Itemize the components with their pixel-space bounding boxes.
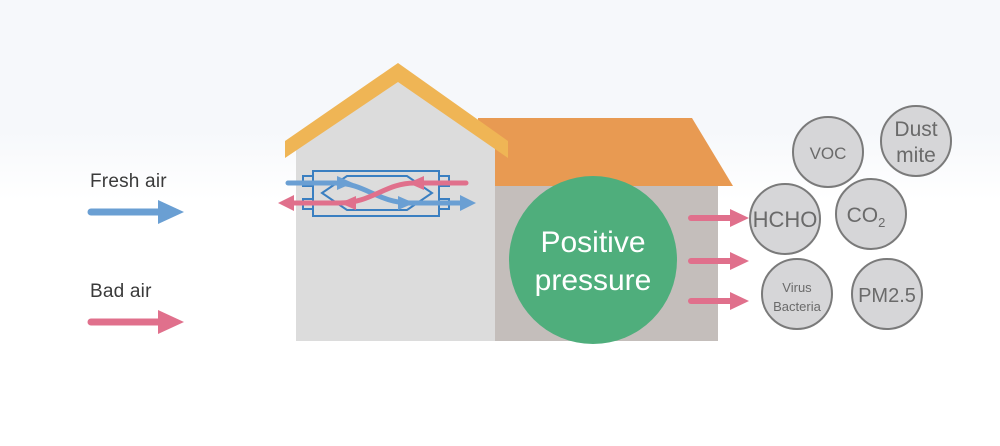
svg-text:CO2: CO2 — [847, 204, 886, 230]
positive-pressure-line2: pressure — [535, 264, 652, 297]
exhaust-air-flow — [278, 176, 469, 211]
pollutant-pm25: PM2.5 — [851, 258, 923, 330]
outward-pressure-arrows — [688, 209, 749, 310]
bad-air-label: Bad air — [90, 281, 152, 302]
co2-subscript: 2 — [878, 215, 885, 230]
virus-label: Virus — [782, 280, 812, 295]
positive-pressure-circle: Positive pressure — [509, 176, 677, 344]
voc-label: VOC — [810, 144, 847, 163]
dust-label: Dust — [894, 118, 937, 141]
positive-pressure-line1: Positive — [540, 226, 645, 259]
pollutant-co2: CO2 — [835, 178, 907, 250]
pollutant-virus-bacteria: Virus Bacteria — [761, 258, 833, 330]
pm25-label: PM2.5 — [858, 285, 916, 307]
fresh-air-flow — [285, 176, 476, 211]
pollutant-voc: VOC — [792, 116, 864, 188]
co2-label: CO — [847, 204, 879, 227]
house-roof — [285, 63, 508, 158]
pollutant-hcho: HCHO — [749, 183, 821, 255]
hcho-label: HCHO — [753, 207, 818, 232]
annex-roof — [478, 118, 733, 186]
pollutant-dust-mite: Dust mite — [880, 105, 952, 177]
bad-air-legend-arrow — [87, 310, 184, 334]
bacteria-label: Bacteria — [773, 299, 821, 314]
mite-label: mite — [896, 144, 936, 167]
fresh-air-label: Fresh air — [90, 171, 167, 192]
fresh-air-legend-arrow — [87, 200, 184, 224]
